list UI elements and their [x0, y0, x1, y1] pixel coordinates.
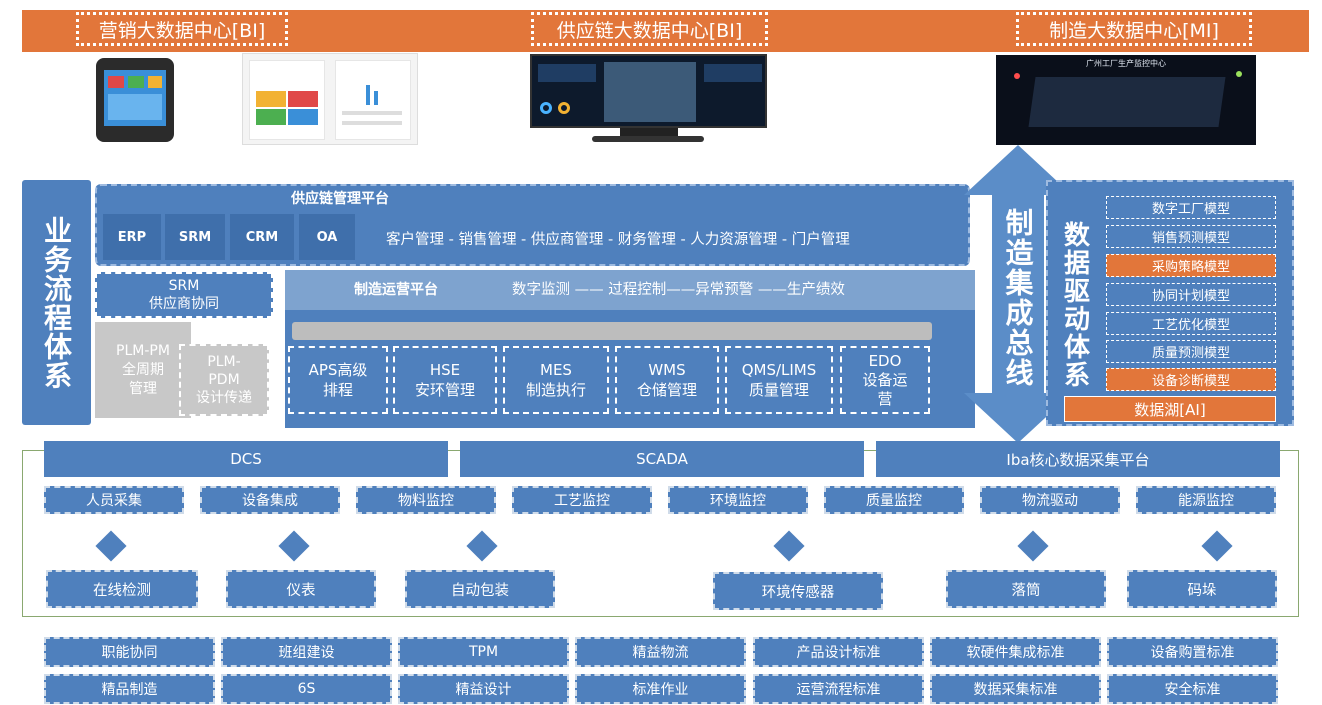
- foundation-r1-1[interactable]: 职能协同: [44, 637, 215, 667]
- model-equipment-diagnosis[interactable]: 设备诊断模型: [1106, 368, 1276, 391]
- handheld-screen: [104, 70, 166, 126]
- module-qms-lims[interactable]: QMS/LIMS 质量管理: [725, 346, 833, 414]
- model-purchase-strategy[interactable]: 采购策略模型: [1106, 254, 1276, 277]
- module-aps[interactable]: APS高级 排程: [288, 346, 388, 414]
- foundation-r1-4[interactable]: 精益物流: [575, 637, 746, 667]
- handheld-terminal-image: [96, 58, 174, 142]
- model-quality-prediction[interactable]: 质量预测模型: [1106, 340, 1276, 363]
- foundation-r2-2[interactable]: 6S: [221, 674, 392, 704]
- foundation-r1-3[interactable]: TPM: [398, 637, 569, 667]
- platform-scada[interactable]: SCADA: [460, 441, 864, 477]
- data-driven-label: 数据驱动体系: [1052, 210, 1096, 400]
- monitor-caption: 广州工厂生产监控中心: [1086, 58, 1166, 68]
- monitor-base: [592, 136, 704, 142]
- supply-chain-dashboard-monitor: [530, 54, 767, 128]
- supply-center-title: 供应链大数据中心[BI]: [531, 12, 768, 46]
- manufacturing-center-title: 制造大数据中心[MI]: [1016, 12, 1252, 46]
- foundation-r1-6[interactable]: 软硬件集成标准: [930, 637, 1101, 667]
- app-screen-right: [335, 60, 411, 140]
- monitor-stand: [620, 128, 678, 136]
- platform-iba[interactable]: Iba核心数据采集平台: [876, 441, 1280, 477]
- tab-erp[interactable]: ERP: [103, 214, 161, 260]
- model-process-optimization[interactable]: 工艺优化模型: [1106, 312, 1276, 335]
- mop-description: 数字监测 —— 过程控制——异常预警 ——生产绩效: [512, 282, 845, 298]
- foundation-r1-2[interactable]: 班组建设: [221, 637, 392, 667]
- integration-bus-label: 制造集成总线: [994, 185, 1042, 410]
- item-process[interactable]: 工艺监控: [512, 486, 652, 514]
- model-collaborative-planning[interactable]: 协同计划模型: [1106, 283, 1276, 306]
- device-auto-packaging[interactable]: 自动包装: [405, 570, 555, 608]
- mop-gray-bar: [292, 322, 932, 340]
- business-process-system-label: 业务流程体系: [22, 180, 91, 425]
- business-process-system-text: 业务流程体系: [40, 215, 73, 390]
- foundation-r2-5[interactable]: 运营流程标准: [753, 674, 924, 704]
- tab-oa[interactable]: OA: [299, 214, 355, 260]
- integration-bus-arrow: [964, 145, 1072, 443]
- device-environment-sensor[interactable]: 环境传感器: [713, 572, 883, 610]
- srm-supplier-collaboration: SRM 供应商协同: [95, 272, 273, 318]
- device-doffing[interactable]: 落筒: [946, 570, 1106, 608]
- foundation-r2-6[interactable]: 数据采集标准: [930, 674, 1101, 704]
- module-hse[interactable]: HSE 安环管理: [393, 346, 497, 414]
- data-driven-text: 数据驱动体系: [1059, 221, 1090, 389]
- device-online-inspection[interactable]: 在线检测: [46, 570, 198, 608]
- data-lake[interactable]: 数据湖[AI]: [1064, 396, 1276, 422]
- item-energy[interactable]: 能源监控: [1136, 486, 1276, 514]
- integration-bus-text: 制造集成总线: [1001, 207, 1035, 388]
- platform-dcs[interactable]: DCS: [44, 441, 448, 477]
- mop-title: 制造运营平台: [354, 282, 438, 298]
- foundation-r2-1[interactable]: 精品制造: [44, 674, 215, 704]
- foundation-r1-5[interactable]: 产品设计标准: [753, 637, 924, 667]
- module-mes[interactable]: MES 制造执行: [503, 346, 609, 414]
- item-material[interactable]: 物料监控: [356, 486, 496, 514]
- item-quality[interactable]: 质量监控: [824, 486, 964, 514]
- model-digital-factory[interactable]: 数字工厂模型: [1106, 196, 1276, 219]
- device-palletizing[interactable]: 码垛: [1127, 570, 1277, 608]
- mop-top-face: [285, 270, 975, 310]
- foundation-r2-4[interactable]: 标准作业: [575, 674, 746, 704]
- module-edo[interactable]: EDO 设备运 营: [840, 346, 930, 414]
- item-environment[interactable]: 环境监控: [668, 486, 808, 514]
- mobile-app-screenshots: [242, 53, 418, 145]
- foundation-r2-7[interactable]: 安全标准: [1107, 674, 1278, 704]
- foundation-r1-7[interactable]: 设备购置标准: [1107, 637, 1278, 667]
- item-personnel[interactable]: 人员采集: [44, 486, 184, 514]
- marketing-center-title: 营销大数据中心[BI]: [76, 12, 288, 46]
- module-wms[interactable]: WMS 仓储管理: [615, 346, 719, 414]
- plm-pdm-box: PLM- PDM 设计传递: [179, 344, 269, 416]
- scm-description: 客户管理 - 销售管理 - 供应商管理 - 财务管理 - 人力资源管理 - 门户…: [386, 232, 850, 248]
- device-instrument[interactable]: 仪表: [226, 570, 376, 608]
- plm-pm-box: PLM-PM 全周期 管理: [95, 322, 191, 418]
- item-equipment[interactable]: 设备集成: [200, 486, 340, 514]
- foundation-r2-3[interactable]: 精益设计: [398, 674, 569, 704]
- model-sales-forecast[interactable]: 销售预测模型: [1106, 225, 1276, 248]
- manufacturing-monitor-screen: 广州工厂生产监控中心: [996, 55, 1256, 145]
- scm-platform-title: 供应链管理平台: [291, 191, 389, 207]
- item-logistics[interactable]: 物流驱动: [980, 486, 1120, 514]
- tab-crm[interactable]: CRM: [230, 214, 294, 260]
- app-screen-left: [249, 60, 325, 140]
- scm-platform: [95, 184, 970, 266]
- tab-srm[interactable]: SRM: [165, 214, 225, 260]
